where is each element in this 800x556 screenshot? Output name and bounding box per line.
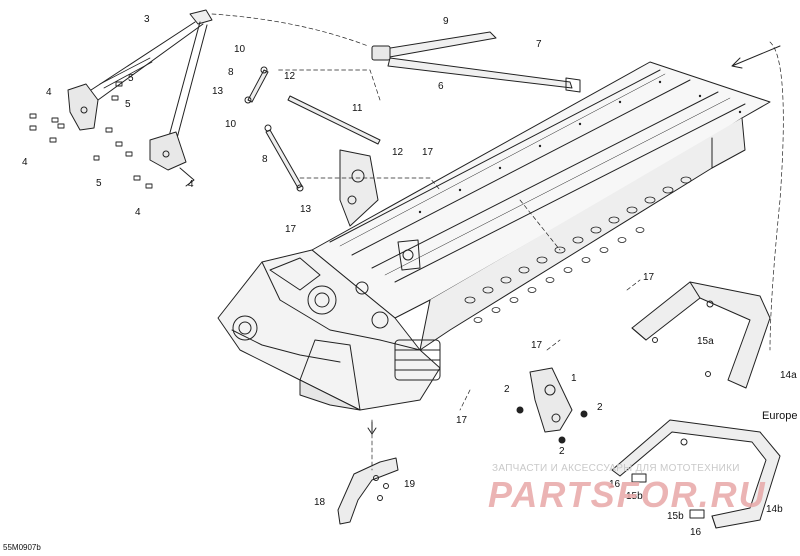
callout-14a: 14a <box>780 370 797 381</box>
callout-10: 10 <box>225 119 237 130</box>
fasteners-group-left <box>29 81 153 189</box>
callout-19: 19 <box>404 479 416 490</box>
rear-bracket <box>516 367 588 444</box>
callout-4: 4 <box>46 87 52 98</box>
rear-bumper-14b <box>611 419 781 529</box>
upper-stay-rods <box>371 31 581 93</box>
side-stay-rods <box>244 66 381 192</box>
callout-4: 4 <box>22 157 28 168</box>
region-label-europe: Europe <box>762 410 798 422</box>
callout-2: 2 <box>559 446 565 457</box>
callout-17: 17 <box>531 340 543 351</box>
front-chassis <box>217 239 441 411</box>
callout-5: 5 <box>128 73 134 84</box>
assembly-arrow <box>731 45 781 69</box>
top-rivets <box>418 80 742 214</box>
callout-3: 3 <box>144 14 150 25</box>
callout-2: 2 <box>597 402 603 413</box>
watermark-tagline: ЗАПЧАСТИ И АКСЕССУАРЫ ДЛЯ МОТОТЕХНИКИ <box>492 463 740 474</box>
callout-1: 1 <box>571 373 577 384</box>
callout-14b: 14b <box>766 504 783 515</box>
callout-9: 9 <box>443 16 449 27</box>
callout-17: 17 <box>643 272 655 283</box>
steering-support-frame <box>67 9 213 187</box>
callout-4: 4 <box>135 207 141 218</box>
callout-5: 5 <box>125 99 131 110</box>
callout-4: 4 <box>188 179 194 190</box>
callout-12: 12 <box>392 147 404 158</box>
callout-5: 5 <box>96 178 102 189</box>
drawing-code: 55M0907b <box>3 543 41 552</box>
callout-12: 12 <box>284 71 296 82</box>
callout-8: 8 <box>262 154 268 165</box>
callout-17: 17 <box>285 224 297 235</box>
front-guard <box>337 457 399 525</box>
callout-7: 7 <box>536 39 542 50</box>
callout-15a: 15a <box>697 336 714 347</box>
assembly-arrow-down <box>367 421 377 435</box>
chassis-tunnel <box>311 61 771 351</box>
callout-13: 13 <box>300 204 312 215</box>
mount-plate <box>339 149 379 227</box>
callout-16: 16 <box>690 527 702 538</box>
callout-17: 17 <box>456 415 468 426</box>
callout-10: 10 <box>234 44 246 55</box>
callout-13: 13 <box>212 86 224 97</box>
callout-15b: 15b <box>626 491 643 502</box>
callout-18: 18 <box>314 497 326 508</box>
callout-8: 8 <box>228 67 234 78</box>
callout-15b: 15b <box>667 511 684 522</box>
callout-16: 16 <box>609 479 621 490</box>
callout-11: 11 <box>352 103 363 114</box>
callout-2: 2 <box>504 384 510 395</box>
callout-6: 6 <box>438 81 444 92</box>
rear-bumper-14a <box>631 281 771 389</box>
watermark-logo: PARTSFOR.RU <box>488 474 767 515</box>
side-wall-holes <box>464 176 692 323</box>
callout-17: 17 <box>422 147 434 158</box>
